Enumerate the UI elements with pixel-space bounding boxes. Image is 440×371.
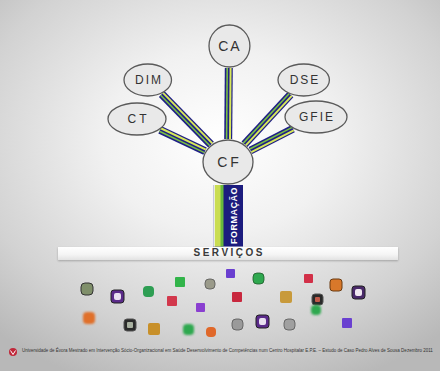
- connector-stripe: [213, 185, 215, 247]
- unit-ellipse: GFIE: [284, 100, 348, 134]
- service-icon: [206, 327, 216, 337]
- service-icon: [342, 318, 352, 328]
- service-icon: [311, 305, 321, 315]
- connector-stripe: [160, 130, 205, 151]
- service-icon: [280, 291, 292, 303]
- service-icon: [355, 289, 362, 296]
- service-icon: [83, 312, 95, 324]
- service-icon: [253, 273, 264, 284]
- decoration: [81, 269, 365, 337]
- services-band: SERVIÇOS: [58, 247, 398, 260]
- unit-ellipse: DIM: [123, 63, 173, 97]
- service-icon: [330, 279, 342, 291]
- node-label: CT: [125, 113, 150, 125]
- branch-connector: [227, 68, 231, 139]
- connector-stripe: [213, 185, 243, 247]
- decoration: [9, 348, 17, 356]
- service-icon: [114, 293, 121, 300]
- service-icon: [175, 277, 185, 287]
- connector-stripe: [251, 130, 293, 152]
- node-label: DIM: [133, 74, 163, 86]
- connector-stripe: [214, 185, 221, 247]
- footer-note: Universidade de Évora Mestrado em Interv…: [22, 349, 433, 354]
- node-label: GFIE: [297, 111, 335, 123]
- connector-stripe: [161, 128, 206, 149]
- service-icon: [304, 274, 313, 283]
- unit-ellipse: DSE: [277, 63, 330, 97]
- decoration: [11, 351, 16, 355]
- service-icon: [127, 322, 133, 328]
- service-icon: [259, 318, 266, 325]
- ellipse-shape: [209, 25, 250, 67]
- service-icon: [183, 324, 194, 335]
- edge-label: FORMAÇÃO: [230, 187, 239, 244]
- trunk-connector: [214, 185, 228, 247]
- service-icon: [315, 297, 320, 302]
- node-label: CA: [216, 39, 241, 53]
- service-icon: [205, 279, 215, 289]
- service-icon: [81, 283, 93, 295]
- service-icon: [232, 319, 243, 330]
- node-label: SERVIÇOS: [191, 248, 265, 258]
- service-icon: [196, 303, 205, 312]
- ellipse-shape: [203, 140, 253, 184]
- connector-stripe: [229, 68, 232, 139]
- service-icon: [111, 290, 124, 303]
- university-logo: [9, 348, 17, 356]
- service-icon: [256, 315, 269, 328]
- ellipse-shape: [285, 101, 347, 133]
- connector-stripe: [226, 68, 228, 139]
- node-label: DSE: [288, 74, 321, 86]
- service-icon: [312, 294, 323, 305]
- service-icon: [226, 269, 235, 278]
- unit-ellipse: CT: [107, 102, 167, 136]
- service-icon: [167, 296, 177, 306]
- service-icon: [143, 286, 154, 297]
- connector-stripe: [250, 127, 292, 149]
- ellipse-shape: [108, 103, 166, 135]
- unit-ellipse: CF: [202, 139, 254, 185]
- service-icon: [284, 319, 295, 330]
- connector-stripe: [221, 185, 224, 247]
- connector-stripe: [159, 131, 204, 152]
- ellipse-shape: [278, 64, 329, 96]
- unit-ellipse: CA: [208, 24, 251, 68]
- ellipse-shape: [124, 64, 172, 96]
- branch-connector: [250, 127, 294, 152]
- service-icon: [148, 323, 160, 335]
- service-icon: [232, 292, 242, 302]
- branch-connector: [159, 128, 205, 152]
- connector-stripe: [251, 129, 293, 151]
- connector-stripe: [224, 68, 233, 139]
- service-icon: [124, 319, 136, 331]
- node-label: CF: [214, 155, 242, 169]
- service-icon: [352, 286, 365, 299]
